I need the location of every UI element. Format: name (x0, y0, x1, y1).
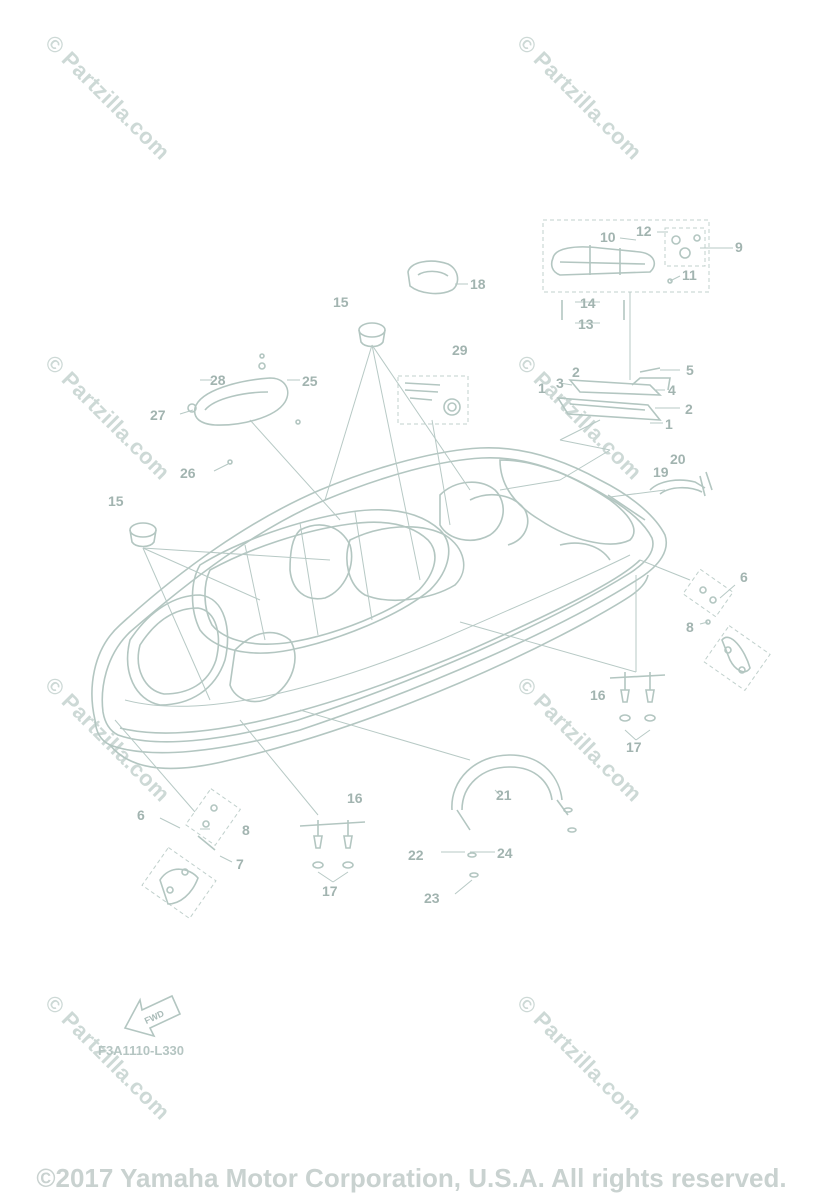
callout-28: 28 (210, 372, 226, 388)
copyright-notice: ©2017 Yamaha Motor Corporation, U.S.A. A… (36, 1163, 787, 1193)
vent-plate-part (556, 367, 671, 421)
part-29-kit (397, 375, 469, 425)
callout-14: 14 (580, 295, 596, 311)
cleat-part-right (682, 568, 771, 692)
cup-holder-part-left (129, 522, 157, 548)
callout-8-left: 8 (242, 822, 250, 838)
callout-26: 26 (180, 465, 196, 481)
callout-8-right: 8 (686, 619, 694, 635)
callout-4: 4 (668, 382, 676, 398)
fwd-label: FWD (143, 1008, 166, 1026)
boat-hull (91, 446, 667, 770)
callout-25: 25 (302, 373, 318, 389)
grab-handle-part (187, 353, 301, 465)
fwd-arrow-icon: FWD (123, 994, 182, 1038)
callout-10: 10 (600, 229, 616, 245)
figure-code: F3A1110-L330 (98, 1043, 185, 1058)
callout-3: 3 (556, 375, 564, 391)
callout-ticks (159, 231, 736, 895)
callout-22: 22 (408, 847, 424, 863)
callout-5: 5 (686, 362, 694, 378)
part-19-20 (649, 471, 713, 497)
callout-6-right: 6 (740, 569, 748, 585)
ski-tow-part (451, 754, 577, 878)
callout-9: 9 (735, 239, 743, 255)
cup-holder-part-top (358, 322, 386, 348)
callout-24: 24 (497, 845, 513, 861)
callout-15-left: 15 (108, 493, 124, 509)
callout-29: 29 (452, 342, 468, 358)
callout-7: 7 (236, 856, 244, 872)
tie-down-part-right (609, 672, 666, 722)
callout-15-top: 15 (333, 294, 349, 310)
tie-down-part-left (299, 820, 366, 869)
callout-1: 1 (665, 416, 673, 432)
leader-lines (114, 292, 691, 883)
callout-23: 23 (424, 890, 440, 906)
callout-1-left: 1 (538, 380, 546, 396)
callout-11: 11 (682, 267, 697, 283)
callout-17-left: 17 (322, 883, 338, 899)
callout-16-right: 16 (590, 687, 606, 703)
callout-16-left: 16 (347, 790, 363, 806)
callout-18: 18 (470, 276, 486, 292)
callout-2: 2 (685, 401, 693, 417)
callout-17-right: 17 (626, 739, 642, 755)
callout-12: 12 (636, 223, 652, 239)
callout-13: 13 (578, 316, 594, 332)
callout-2-top: 2 (572, 364, 580, 380)
callout-20: 20 (670, 451, 686, 467)
part-9-kit (542, 219, 710, 320)
callout-19: 19 (653, 464, 669, 480)
callout-27: 27 (150, 407, 166, 423)
callout-labels: 9 10 12 11 14 13 18 15 29 2 5 3 1 4 2 1 … (108, 223, 748, 906)
callout-21: 21 (496, 787, 512, 803)
callout-6-left: 6 (137, 807, 145, 823)
mirror-part (407, 260, 459, 295)
